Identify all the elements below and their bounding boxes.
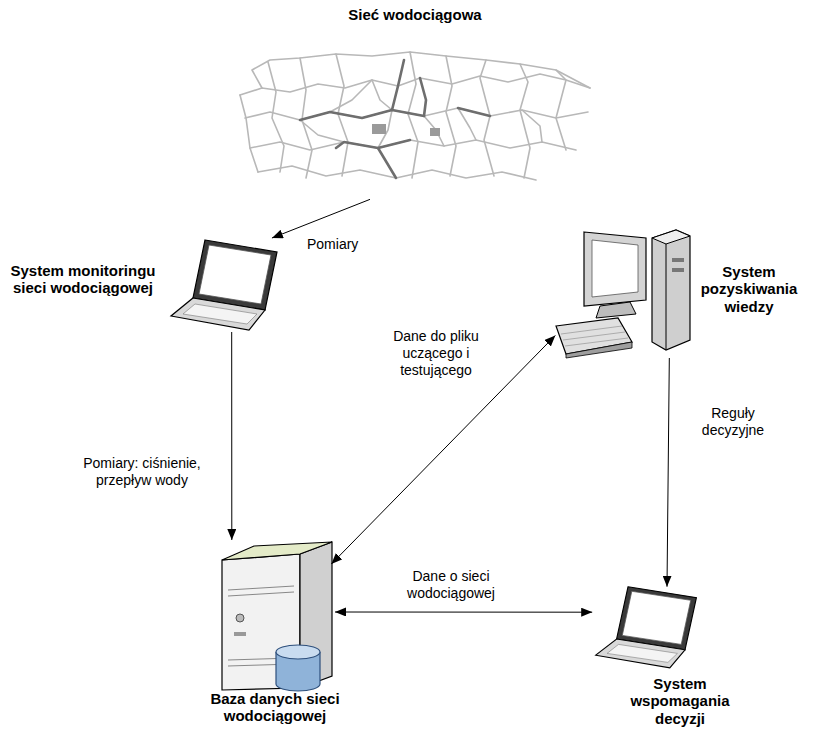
database-server-icon: [222, 542, 332, 691]
network-map: [240, 52, 590, 180]
knowledge-system-node: System pozyskiwania wiedzy: [545, 225, 693, 358]
arrow-connector: [335, 612, 592, 613]
arrow-connector: [667, 358, 669, 587]
laptop-icon: [596, 587, 697, 668]
database-node: Baza danych sieci wodociągowej: [215, 540, 335, 690]
node-label: System pozyskiwania wiedzy: [688, 263, 810, 315]
arrow-connector: [272, 199, 370, 238]
desktop-pc-icon: [556, 230, 690, 358]
network-map-node: Sieć wodociągowa: [235, 50, 595, 195]
connector-label: Reguły decyzyjne: [686, 405, 780, 439]
node-label: System monitoringu sieci wodociągowej: [7, 262, 159, 297]
arrow-connector: [231, 332, 232, 540]
connector-label: Pomiary: ciśnienie, przepływ wody: [62, 455, 222, 489]
title-label: Sieć wodociągowa: [235, 6, 595, 23]
decision-system-node: System wspomagania decyzji: [590, 585, 700, 670]
connector-label: Pomiary: [305, 236, 379, 253]
connector-label: Dane do pliku uczącego i testującego: [372, 328, 500, 378]
laptop-icon: [171, 240, 277, 330]
node-label: Baza danych sieci wodociągowej: [175, 690, 375, 725]
monitoring-system-node: System monitoringu sieci wodociągowej: [165, 238, 280, 332]
node-label: System wspomagania decyzji: [615, 675, 745, 727]
connector-label: Dane o sieci wodociągowej: [385, 568, 517, 602]
